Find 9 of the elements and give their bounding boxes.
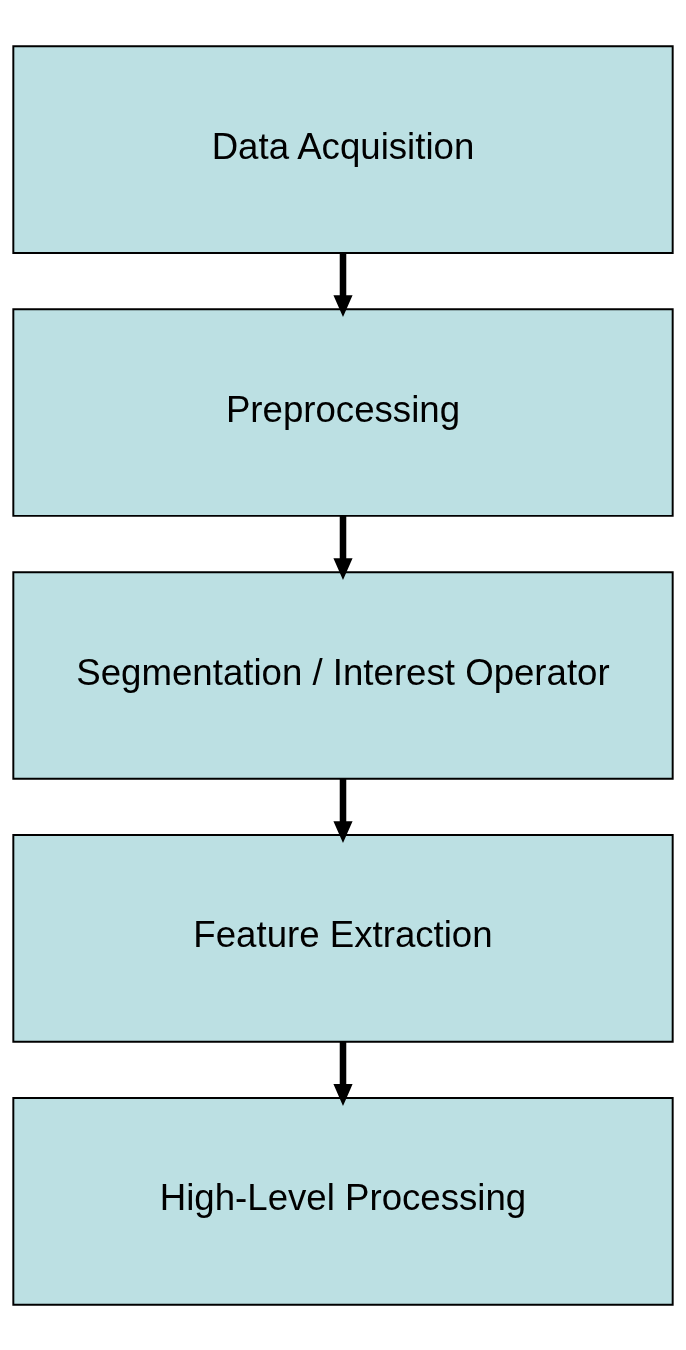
arrow <box>333 778 353 843</box>
arrow <box>333 1041 353 1106</box>
node-box: High-Level Processing <box>12 1096 674 1306</box>
node-box: Feature Extraction <box>12 833 674 1043</box>
node-box: Segmentation / Interest Operator <box>12 570 674 780</box>
node-box: Data Acquisition <box>12 44 674 254</box>
arrow <box>333 252 353 317</box>
node-box: Preprocessing <box>12 307 674 517</box>
arrow <box>333 515 353 580</box>
